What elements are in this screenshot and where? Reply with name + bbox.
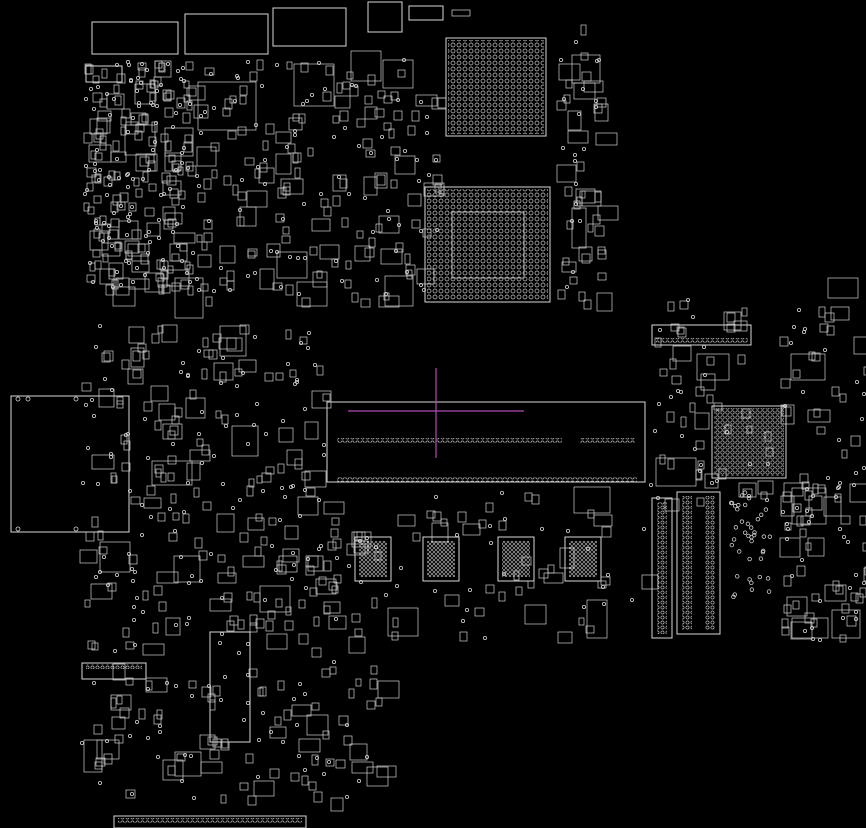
right-vertical-connectors[interactable] — [651, 324, 752, 639]
vias — [80, 40, 866, 801]
crosshair-cursor — [348, 368, 524, 458]
small-components[interactable] — [79, 24, 866, 812]
lower-left-ic[interactable] — [81, 631, 307, 828]
memory-chips[interactable] — [354, 536, 602, 582]
memory-slot-connector[interactable] — [326, 401, 646, 483]
ec-bga-package[interactable] — [711, 405, 787, 479]
chipset-bga-package[interactable] — [424, 186, 551, 303]
cpu-bga-package[interactable] — [445, 37, 547, 137]
top-connectors[interactable] — [85, 1, 471, 83]
left-module-outline[interactable] — [10, 395, 130, 533]
